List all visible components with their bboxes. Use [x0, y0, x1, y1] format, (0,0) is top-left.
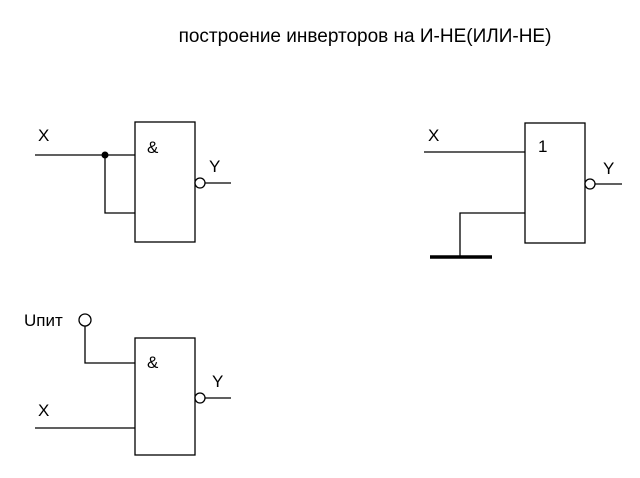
power-supply-label: Uпит — [24, 311, 63, 330]
nor-inverter-grounded-input: X 1 Y — [424, 122, 622, 259]
nand-inverter-power-input: Uпит & X Y — [24, 311, 231, 456]
and-gate-symbol: & — [147, 138, 159, 157]
or-gate-symbol: 1 — [538, 137, 547, 156]
output-y-label: Y — [209, 157, 220, 176]
nand-inverter-tied-inputs: X & Y — [35, 121, 231, 243]
power-wire — [84, 326, 135, 364]
grounded-input-wire — [459, 212, 525, 256]
input-x-label: X — [38, 126, 49, 145]
power-terminal-circle — [78, 313, 92, 327]
and-gate-symbol: & — [147, 353, 159, 372]
inversion-bubble — [194, 177, 206, 189]
output-y-label: Y — [212, 372, 223, 391]
output-y-label: Y — [603, 159, 614, 178]
input-x-label: X — [38, 401, 49, 420]
inversion-bubble — [194, 392, 206, 404]
gate-body — [134, 121, 196, 243]
input-x-label: X — [428, 126, 439, 145]
tied-input-wire — [104, 155, 135, 214]
gate-body — [134, 337, 196, 456]
gate-body — [524, 122, 586, 244]
inversion-bubble — [584, 178, 596, 190]
diagram-title: построение инверторов на И-НЕ(ИЛИ-НЕ) — [179, 26, 552, 47]
